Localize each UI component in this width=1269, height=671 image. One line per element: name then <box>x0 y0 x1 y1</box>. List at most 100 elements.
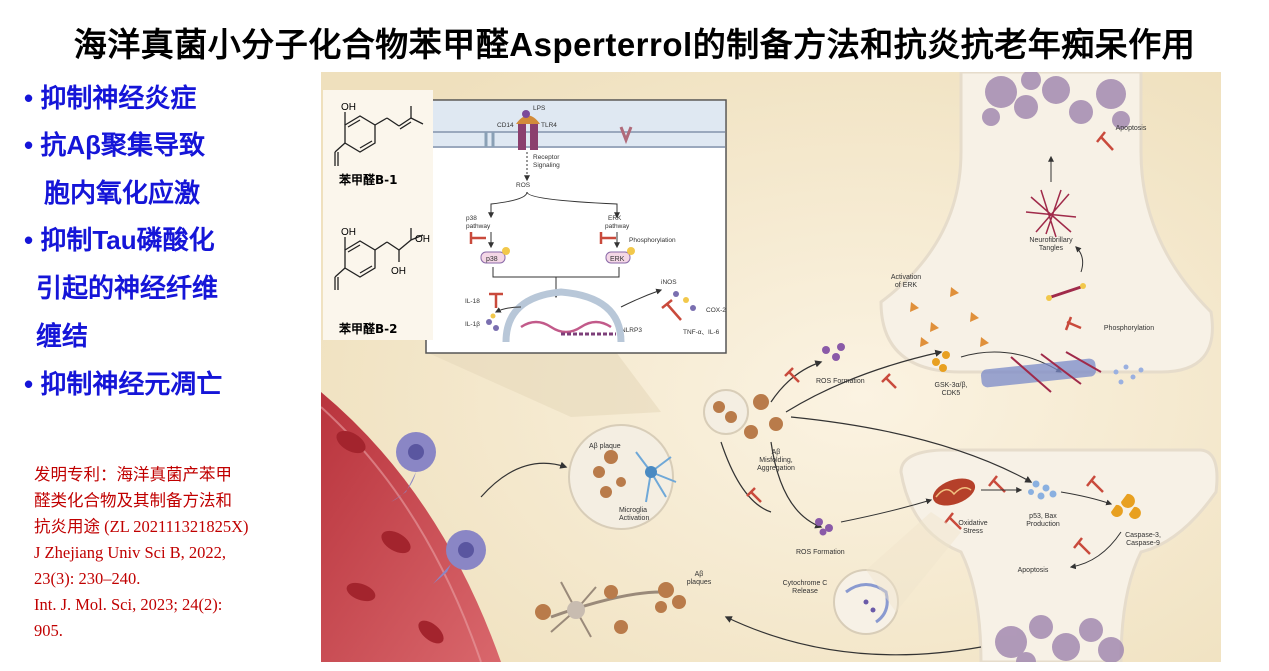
oh-label: OH <box>341 227 356 238</box>
bullet-1: • 抑制神经炎症 <box>24 78 196 115</box>
bullet-marker: • <box>24 83 34 113</box>
abeta-aggregate <box>713 394 783 439</box>
bullet-text: 抑制神经炎症 <box>40 83 197 113</box>
references: 发明专利：海洋真菌产苯甲 醛类化合物及其制备方法和 抗炎用途 (ZL 20211… <box>34 462 319 644</box>
neuron-terminal-bottom <box>899 448 1219 662</box>
erk-node <box>605 251 631 264</box>
p53-dots <box>1028 480 1057 500</box>
ros-inset-label: ROS <box>516 182 531 189</box>
tlr4-receptor <box>516 110 540 150</box>
il18-label: IL-18 <box>465 298 480 305</box>
red-blood-cells <box>336 430 444 644</box>
vesicle-cluster-bottom <box>995 615 1124 662</box>
oh-label: OH <box>341 102 356 113</box>
bullet-text: 抑制神经元凋亡 <box>40 369 223 399</box>
abeta-plaques-label: Aβ <box>695 571 704 578</box>
immune-cells <box>391 432 486 584</box>
ros-formation-lower: ROS Formation <box>796 549 845 556</box>
bullet-text: 抗Aβ聚集导致 <box>40 130 205 160</box>
mechanism-figure: LPS CD14 TLR4 Receptor Signaling ROS p38… <box>321 72 1221 662</box>
vesicle-cluster-top <box>982 72 1130 129</box>
receptor-label: Receptor <box>533 154 560 161</box>
svg-text:Tangles: Tangles <box>1039 245 1064 252</box>
erk-pathway-label: ERK <box>608 215 622 222</box>
svg-text:Production: Production <box>1026 521 1060 528</box>
bullet-4: • 抑制神经元凋亡 <box>24 364 222 401</box>
mechanism-diagram: LPS CD14 TLR4 Receptor Signaling ROS p38… <box>321 72 1221 662</box>
reference-line: 醛类化合物及其制备方法和 <box>34 491 232 510</box>
dna-strand <box>520 320 612 334</box>
bullet-3: • 抑制Tau磷酸化 <box>24 220 215 257</box>
abeta-misfolding-label: Aβ <box>772 449 781 456</box>
microglia-label: Microglia <box>619 507 647 514</box>
lps-label: LPS <box>533 105 546 112</box>
gsk-label: GSK-3α/β, <box>935 382 968 389</box>
gsk-dots <box>932 351 950 372</box>
p38-node-label: p38 <box>486 256 498 263</box>
svg-text:Release: Release <box>792 588 818 595</box>
phosphorylation-label: Phosphorylation <box>1104 325 1154 332</box>
phosphorylation-inset-label: Phosphorylation <box>629 237 676 244</box>
erk-node-label: ERK <box>610 256 625 263</box>
svg-text:pathway: pathway <box>605 223 630 230</box>
ros-dots-upper <box>822 343 845 361</box>
reference-line: 抗炎用途 (ZL 202111321825X) <box>34 517 249 536</box>
apoptosis-top-label: Apoptosis <box>1116 125 1147 132</box>
svg-text:Caspase-9: Caspase-9 <box>1126 540 1160 547</box>
bottom-neuron <box>550 581 662 638</box>
compound-b2-structure <box>334 228 424 290</box>
bullet-3-line-2: 引起的神经纤维 <box>36 273 219 303</box>
p38-pathway-label: p38 <box>466 215 477 222</box>
neurofibrillary-label: Neurofibrillary <box>1029 237 1073 244</box>
bullet-marker: • <box>24 225 34 255</box>
reference-line: 发明专利：海洋真菌产苯甲 <box>34 465 232 484</box>
svg-text:plaques: plaques <box>687 579 712 586</box>
mitochondrion <box>932 478 976 506</box>
ros-formation-upper: ROS Formation <box>816 378 865 385</box>
oh-label: OH <box>415 234 430 245</box>
compound-b1-label: 苯甲醛B-1 <box>338 172 397 187</box>
tlr4-label: TLR4 <box>541 122 557 129</box>
compound-b2-label: 苯甲醛B-2 <box>338 321 397 336</box>
oxidative-stress-label: Oxidative <box>958 520 987 527</box>
bullet-2-line-2: 胞内氧化应激 <box>44 178 201 208</box>
apoptosis-bottom-label: Apoptosis <box>1018 567 1049 574</box>
svg-text:CDK5: CDK5 <box>942 390 961 397</box>
tnf-label: TNF-α、IL-6 <box>683 329 720 336</box>
bullet-marker: • <box>24 130 34 160</box>
p38-node <box>480 251 506 264</box>
nucleus <box>502 288 625 343</box>
svg-text:of ERK: of ERK <box>895 282 918 289</box>
svg-text:Activation: Activation <box>619 515 649 522</box>
plaque-clumps <box>593 450 626 498</box>
activation-erk-label: Activation <box>891 274 921 281</box>
reference-line: Int. J. Mol. Sci, 2023; 24(2): <box>34 595 223 614</box>
bullet-2: • 抗Aβ聚集导致 <box>24 125 205 162</box>
bullet-3-line-3: 缠结 <box>36 321 89 351</box>
tau-chain <box>1046 283 1086 301</box>
reference-line: 905. <box>34 621 63 640</box>
erk-triangles <box>910 287 989 347</box>
microtubule <box>980 351 1102 393</box>
inos-label: iNOS <box>661 279 677 286</box>
page-title: 海洋真菌小分子化合物苯甲醛Asperterrol的制备方法和抗炎抗老年痴呆作用 <box>73 26 1196 63</box>
ros-dots-lower <box>815 518 833 536</box>
bullet-text: 抑制Tau磷酸化 <box>40 225 215 255</box>
caspase-label: Caspase-3, <box>1125 532 1161 539</box>
oh-label: OH <box>391 266 406 277</box>
cd14-label: CD14 <box>497 122 514 129</box>
chemical-structures: OH 苯甲醛B-1 OH OH OH 苯甲醛B-2 <box>323 90 433 340</box>
reference-line: 23(3): 230–240. <box>34 569 141 588</box>
caspase-shapes <box>1111 493 1141 519</box>
reference-line: J Zhejiang Univ Sci B, 2022, <box>34 543 227 562</box>
inhibitor-marks-inset <box>469 232 616 244</box>
microglia-cell <box>635 451 677 503</box>
abeta-plaque-label: Aβ plaque <box>589 443 621 450</box>
il1b-label: IL-1β <box>465 321 480 328</box>
nlrp3-label: NLRP3 <box>621 327 642 334</box>
compound-b1-structure <box>334 106 424 166</box>
p53-label: p53, Bax <box>1029 513 1057 520</box>
bottom-plaques <box>535 582 686 634</box>
bullet-marker: • <box>24 369 34 399</box>
svg-text:Misfolding,: Misfolding, <box>759 457 793 464</box>
